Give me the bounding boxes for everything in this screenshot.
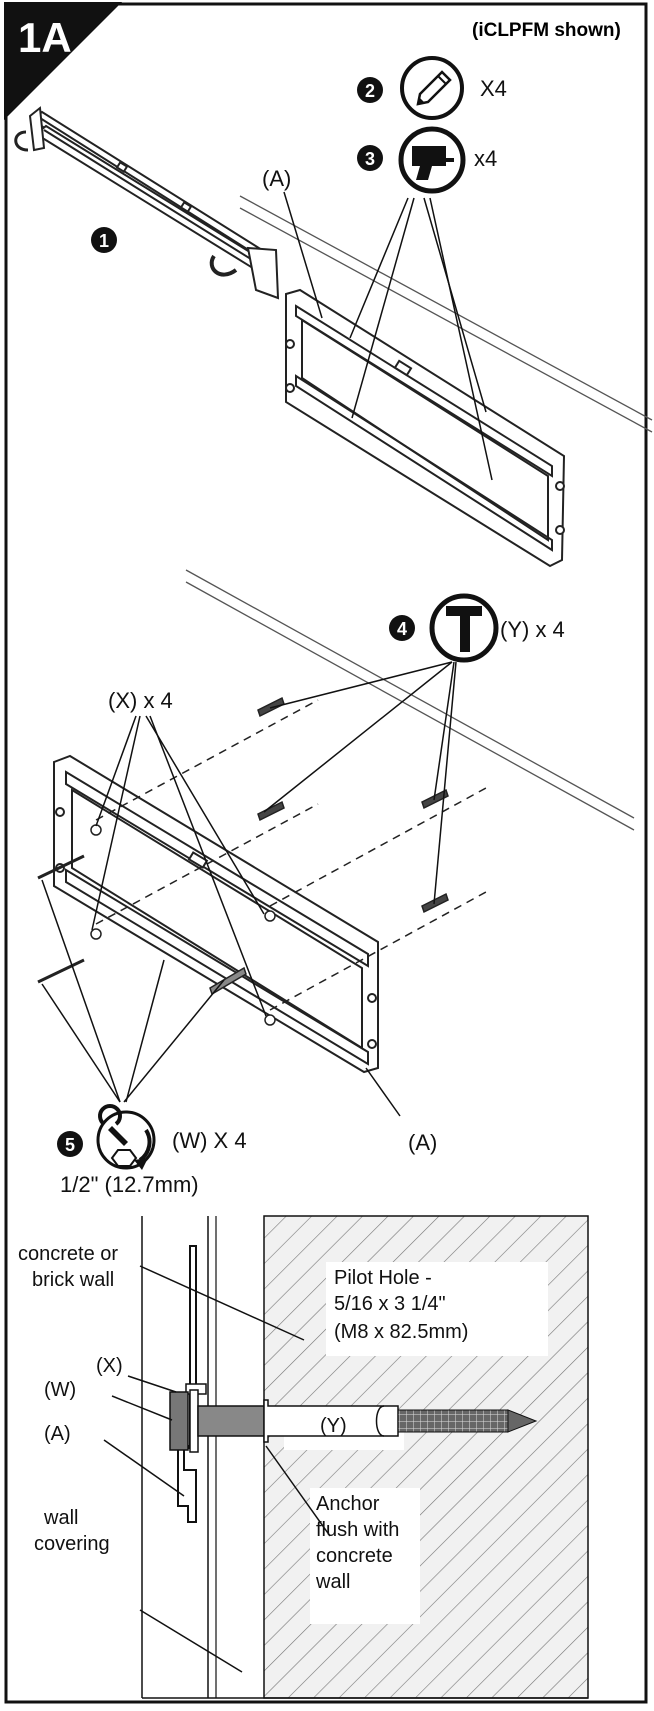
marker-5: 5 xyxy=(65,1135,75,1155)
label-x-count: (X) x 4 xyxy=(108,688,173,713)
top-label-a: (A) xyxy=(262,166,291,191)
anchor-line-4: wall xyxy=(315,1571,350,1593)
middle-leader-lines xyxy=(41,661,457,1117)
pencil-icon xyxy=(416,70,452,106)
pilot-line-3: (M8 x 82.5mm) xyxy=(334,1321,468,1343)
hammer-icon xyxy=(446,606,482,652)
covering-line-1: wall xyxy=(43,1507,78,1529)
wall-lines-middle xyxy=(185,569,635,831)
anchor-line-2: flush with xyxy=(316,1519,399,1541)
wall-label-line-2: brick wall xyxy=(32,1269,114,1291)
wrench-size: 1/2" (12.7mm) xyxy=(60,1172,199,1197)
anchor-y xyxy=(263,1399,399,1443)
marker-2: 2 xyxy=(365,81,375,101)
tool-wrench: 5 (W) X 4 1/2" (12.7mm) xyxy=(57,1104,247,1197)
level-tool xyxy=(14,106,280,300)
pencil-count: X4 xyxy=(480,76,507,101)
marker-4: 4 xyxy=(397,619,407,639)
nut-w xyxy=(169,1391,189,1451)
anchor-line-1: Anchor xyxy=(316,1493,380,1515)
detail-label-a: (A) xyxy=(44,1423,71,1445)
step-corner: 1A xyxy=(4,2,122,120)
tool-drill: 3 x4 xyxy=(357,126,497,194)
detail-label-w: (W) xyxy=(44,1379,76,1401)
anchor-line-3: concrete xyxy=(316,1545,393,1567)
wall-plate-top xyxy=(285,288,566,568)
wall-label-line-1: concrete or xyxy=(18,1243,118,1265)
marker-1-bg xyxy=(91,227,117,253)
hammer-label: (Y) x 4 xyxy=(500,617,565,642)
drill-icon xyxy=(412,146,454,180)
marker-1: 1 xyxy=(99,231,109,251)
pilot-line-1: Pilot Hole - xyxy=(334,1267,432,1289)
tool-pencil: 2 X4 xyxy=(357,56,507,120)
wrench-icon xyxy=(98,1104,152,1170)
wrench-label: (W) X 4 xyxy=(172,1128,247,1153)
detail-label-y: (Y) xyxy=(320,1415,347,1437)
middle-label-a: (A) xyxy=(408,1130,437,1155)
wall-lines-top xyxy=(239,195,653,433)
pilot-line-2: 5/16 x 3 1/4" xyxy=(334,1293,446,1315)
lag-bolt xyxy=(197,1405,265,1437)
top-leader-lines xyxy=(283,191,493,481)
step-label: 1A xyxy=(18,14,72,61)
detail-leaders xyxy=(103,1265,331,1673)
page-border xyxy=(4,2,648,1704)
detail-label-x: (X) xyxy=(96,1355,123,1377)
anchor-box xyxy=(310,1488,420,1624)
marker-3: 3 xyxy=(365,149,375,169)
washer-x xyxy=(189,1389,199,1453)
wall-plate-middle xyxy=(53,754,379,1074)
covering-line-2: covering xyxy=(34,1533,110,1555)
pilot-box xyxy=(326,1262,548,1356)
tool-hammer: 4 (Y) x 4 xyxy=(389,593,565,663)
note-text: (iCLPFM shown) xyxy=(472,20,621,41)
drill-count: x4 xyxy=(474,146,497,171)
detail-section: concrete or brick wall Pilot Hole - 5/16… xyxy=(18,1215,589,1699)
